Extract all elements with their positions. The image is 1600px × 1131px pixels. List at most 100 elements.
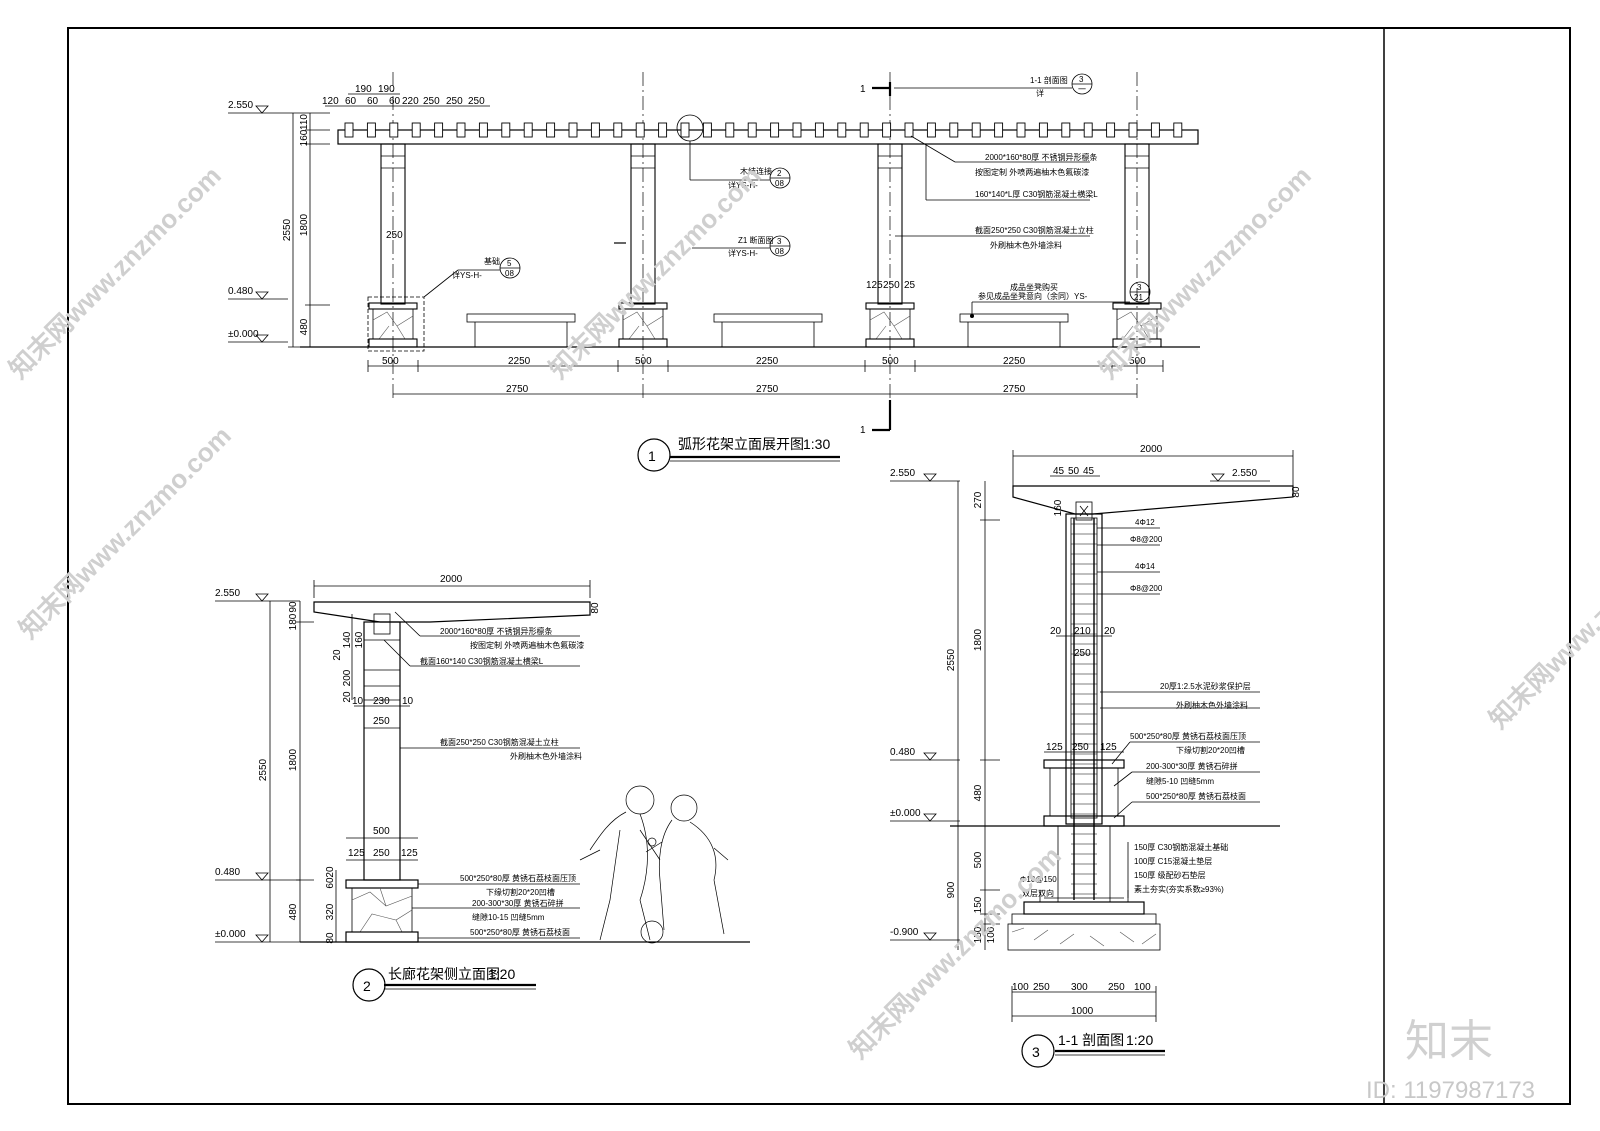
image-id: ID: 1197987173 — [1366, 1077, 1535, 1104]
svg-text:300: 300 — [1071, 982, 1088, 993]
svg-text:一: 一 — [1078, 85, 1086, 94]
inner-dims-2: 140 160 20 200 20 10 230 10 250 — [332, 614, 414, 729]
purlin — [613, 122, 623, 138]
svg-text:详YS-H-: 详YS-H- — [728, 248, 758, 258]
svg-text:100: 100 — [1134, 982, 1151, 993]
brand-logo: 知末 — [1405, 1017, 1493, 1066]
column — [877, 143, 903, 305]
svg-text:外刷柚木色外墙涂料: 外刷柚木色外墙涂料 — [990, 240, 1062, 250]
svg-text:±0.000: ±0.000 — [215, 929, 246, 940]
svg-text:缝隙5-10 凹缝5mm: 缝隙5-10 凹缝5mm — [1146, 776, 1214, 786]
top-dims-1: 120 60 60 60 220 250 250 250 190 190 — [322, 84, 490, 107]
svg-text:125: 125 — [1046, 742, 1063, 753]
svg-text:160: 160 — [1053, 499, 1064, 516]
svg-text:2750: 2750 — [1003, 384, 1026, 395]
inner-dims-3: 20 210 20 250 125 250 125 — [1044, 626, 1124, 753]
svg-text:125: 125 — [1100, 742, 1117, 753]
purlin — [926, 122, 936, 138]
svg-text:210: 210 — [1074, 626, 1091, 637]
svg-text:弧形花架立面展开图: 弧形花架立面展开图 — [678, 436, 804, 452]
purlin — [1150, 122, 1160, 138]
svg-text:60: 60 — [367, 96, 379, 107]
svg-text:900: 900 — [946, 881, 957, 898]
svg-text:220: 220 — [402, 96, 419, 107]
svg-text:素土夯实(夯实系数≥93%): 素土夯实(夯实系数≥93%) — [1134, 884, 1224, 894]
svg-text:-0.900: -0.900 — [890, 927, 919, 938]
drawing-3-title: 3 1-1 剖面图 1:20 — [1021, 1032, 1165, 1068]
purlin — [1016, 122, 1026, 138]
svg-text:80: 80 — [1291, 486, 1302, 498]
watermark-layer: 知末网www.znzmo.com 知末网www.znzmo.com 知末网www… — [3, 160, 1600, 1104]
notes-3: 20厚1:2.5水泥砂浆保护层 外刷柚木色外墙涂料 500*250*80厚 黄锈… — [1100, 681, 1260, 898]
svg-text:50: 50 — [1068, 466, 1080, 477]
svg-text:20: 20 — [325, 866, 336, 878]
svg-text:2000*160*80厚 不锈钢异形檩条: 2000*160*80厚 不锈钢异形檩条 — [985, 152, 1098, 162]
level-marks-1: 2.550 0.480 ±0.000 — [228, 100, 288, 343]
purlin — [747, 122, 757, 138]
column — [1124, 143, 1150, 305]
column — [630, 143, 656, 305]
svg-text:150: 150 — [973, 926, 984, 943]
svg-text:10: 10 — [402, 696, 414, 707]
purlin — [1038, 122, 1048, 138]
svg-text:100: 100 — [1012, 982, 1029, 993]
svg-text:250: 250 — [883, 280, 900, 291]
purlin — [971, 122, 981, 138]
svg-text:500: 500 — [635, 356, 652, 367]
svg-text:60: 60 — [325, 877, 336, 889]
svg-text:500: 500 — [382, 356, 399, 367]
svg-text:2: 2 — [363, 978, 371, 994]
svg-text:250: 250 — [423, 96, 440, 107]
svg-text:80: 80 — [325, 932, 336, 944]
purlin — [635, 122, 645, 138]
svg-text:2250: 2250 — [756, 356, 779, 367]
svg-text:1000: 1000 — [1071, 1006, 1094, 1017]
drawing-2-side-elevation: 2.550 0.480 ±0.000 180 90 1800 480 2550 … — [215, 574, 750, 1002]
purlin — [1173, 122, 1183, 138]
svg-text:Z1 断面图: Z1 断面图 — [738, 235, 774, 245]
svg-text:1: 1 — [648, 448, 656, 464]
drawing-2-title: 2 长廊花架侧立面图 1:20 — [352, 966, 536, 1002]
svg-text:缝隙10-15 凹缝5mm: 缝隙10-15 凹缝5mm — [472, 912, 545, 922]
svg-text:1:30: 1:30 — [803, 436, 830, 452]
svg-text:45: 45 — [1083, 466, 1095, 477]
svg-text:20: 20 — [1104, 626, 1116, 637]
foundation-detail-box — [367, 296, 425, 352]
svg-text:150: 150 — [973, 896, 984, 913]
purlin — [1083, 122, 1093, 138]
svg-text:4Φ14: 4Φ14 — [1135, 562, 1155, 571]
svg-text:1:20: 1:20 — [1126, 1032, 1153, 1048]
svg-text:20: 20 — [1050, 626, 1062, 637]
drawing-3-section: 2.550 2.550 0.480 ±0.000 -0.900 270 160 … — [890, 444, 1302, 1068]
purlin — [568, 122, 578, 138]
svg-text:1: 1 — [860, 425, 866, 436]
stone-pattern — [622, 311, 664, 340]
svg-text:知末网www.znzmo.com: 知末网www.znzmo.com — [843, 840, 1067, 1064]
purlin — [1106, 122, 1116, 138]
purlin-row — [344, 122, 1183, 138]
svg-text:2.550: 2.550 — [228, 100, 253, 111]
purlin — [590, 122, 600, 138]
purlin — [456, 122, 466, 138]
purlin — [949, 122, 959, 138]
svg-text:2550: 2550 — [258, 758, 269, 781]
svg-text:08: 08 — [775, 247, 784, 256]
svg-text:150厚 C30钢筋混凝土基础: 150厚 C30钢筋混凝土基础 — [1134, 842, 1228, 852]
svg-text:知末网www.znzmo.com: 知末网www.znzmo.com — [1483, 510, 1600, 734]
purlin — [882, 122, 892, 138]
svg-text:外刷柚木色外墙涂料: 外刷柚木色外墙涂料 — [510, 751, 582, 761]
svg-text:双层双向: 双层双向 — [1022, 888, 1054, 898]
svg-text:0.480: 0.480 — [228, 286, 253, 297]
svg-text:125: 125 — [401, 848, 418, 859]
purlin — [411, 122, 421, 138]
purlin — [366, 122, 376, 138]
svg-text:480: 480 — [973, 784, 984, 801]
svg-text:3: 3 — [1079, 75, 1084, 84]
svg-text:2550: 2550 — [946, 648, 957, 671]
callouts-1: 1-1 剖面图 详 3 一 木结连接 详YS-H- 2 08 Z1 断面图 详Y… — [423, 73, 1151, 318]
svg-text:250: 250 — [373, 716, 390, 727]
purlin — [814, 122, 824, 138]
notes-2: 2000*160*80厚 不锈钢异形檩条 按图定制 外喷两遍柚木色氟碳漆 截面1… — [383, 611, 584, 939]
svg-text:190: 190 — [378, 84, 395, 95]
